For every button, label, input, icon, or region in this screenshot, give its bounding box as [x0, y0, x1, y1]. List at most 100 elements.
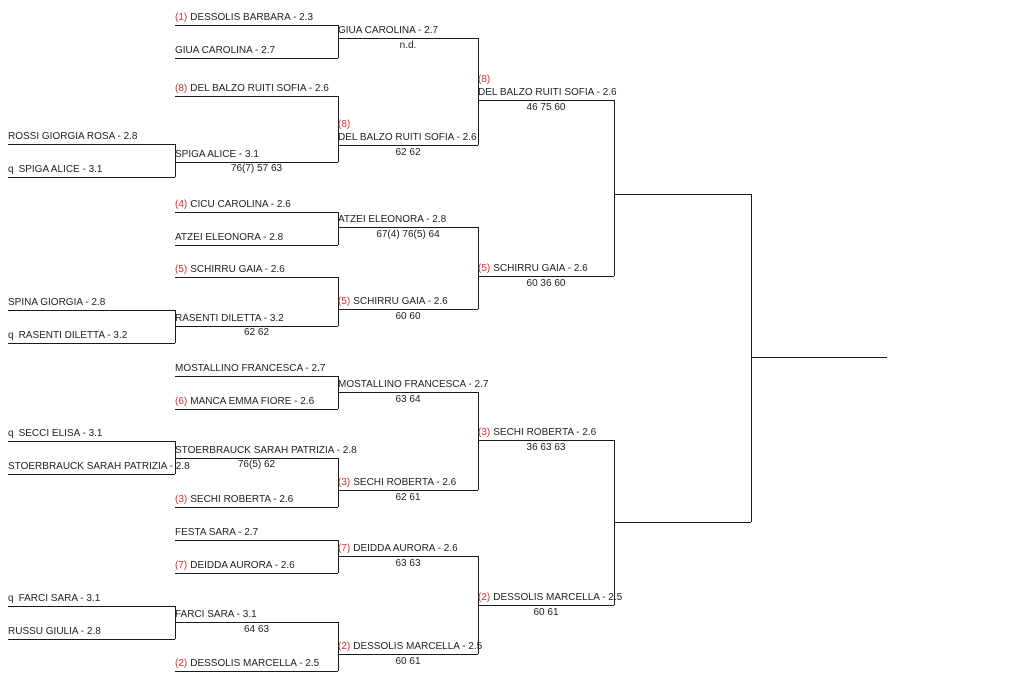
qualifying-player[interactable]: SPINA GIORGIA - 2.8: [8, 296, 175, 311]
player-name: STOERBRAUCK SARAH PATRIZIA - 2.8: [175, 445, 357, 456]
player-name: DEL BALZO RUITI SOFIA - 2.6: [338, 132, 477, 143]
round1-player[interactable]: (1)DESSOLIS BARBARA - 2.3: [175, 11, 338, 26]
match-score: 36 63 63: [526, 442, 566, 453]
player-name: RUSSU GIULIA - 2.8: [8, 626, 101, 637]
match-score: 60 36 60: [526, 278, 566, 289]
round2-player[interactable]: GIUA CAROLINA - 2.7: [338, 24, 478, 39]
round1-player[interactable]: FESTA SARA - 2.7: [175, 526, 338, 541]
player-name: DEL BALZO RUITI SOFIA - 2.6: [190, 83, 329, 94]
round3-player[interactable]: (3)SECHI ROBERTA - 2.6: [478, 426, 614, 441]
seed-number: (1): [175, 12, 188, 23]
round1-player[interactable]: (2)DESSOLIS MARCELLA - 2.5: [175, 657, 338, 672]
round3-player[interactable]: (5)SCHIRRU GAIA - 2.6: [478, 262, 614, 277]
player-name: SCHIRRU GAIA - 2.6: [493, 263, 588, 274]
player-name: RASENTI DILETTA - 3.2: [175, 313, 284, 324]
qualifier-marker: q: [8, 593, 14, 604]
player-name: DESSOLIS BARBARA - 2.3: [190, 12, 314, 23]
bracket-line: [338, 25, 339, 58]
round2-player[interactable]: (5)SCHIRRU GAIA - 2.6: [338, 295, 478, 310]
qualifying-player[interactable]: ROSSI GIORGIA ROSA - 2.8: [8, 130, 175, 145]
seed-number: (3): [175, 494, 188, 505]
player-name: SPIGA ALICE - 3.1: [175, 149, 259, 160]
bracket-line: [478, 227, 479, 309]
match-score: 76(7) 57 63: [230, 163, 283, 174]
final-slot: [751, 357, 887, 358]
match-score: 64 63: [243, 624, 270, 635]
seed-number: (7): [175, 560, 188, 571]
player-name: GIUA CAROLINA - 2.7: [338, 25, 439, 36]
seed-number: (7): [338, 543, 351, 554]
round1-player[interactable]: RASENTI DILETTA - 3.2: [175, 312, 338, 327]
player-name: ATZEI ELEONORA - 2.8: [175, 232, 284, 243]
round2-player[interactable]: (3)SECHI ROBERTA - 2.6: [338, 476, 478, 491]
seed-number: (8): [478, 74, 491, 85]
qualifying-player[interactable]: STOERBRAUCK SARAH PATRIZIA - 2.8: [8, 460, 190, 475]
qualifier-marker: q: [8, 330, 14, 341]
round1-player[interactable]: GIUA CAROLINA - 2.7: [175, 44, 338, 59]
player-name: SECCI ELISA - 3.1: [18, 428, 103, 439]
match-score: 60 61: [533, 607, 559, 618]
match-score: n.d.: [399, 40, 417, 51]
seed-number: (5): [338, 296, 351, 307]
round1-player[interactable]: (8)DEL BALZO RUITI SOFIA - 2.6: [175, 82, 338, 97]
bracket-line: [338, 96, 339, 162]
match-score: 76(5) 62: [237, 459, 276, 470]
bracket-line: [338, 212, 339, 245]
match-score: 46 75 60: [526, 102, 566, 113]
round1-player[interactable]: (7)DEIDDA AURORA - 2.6: [175, 559, 338, 574]
round1-player[interactable]: SPIGA ALICE - 3.1: [175, 148, 338, 163]
round1-player[interactable]: ATZEI ELEONORA - 2.8: [175, 231, 338, 246]
round1-player[interactable]: MOSTALLINO FRANCESCA - 2.7: [175, 362, 338, 377]
player-name: DEL BALZO RUITI SOFIA - 2.6: [478, 87, 617, 98]
round1-player[interactable]: STOERBRAUCK SARAH PATRIZIA - 2.8: [175, 444, 357, 459]
semifinal-slot: [614, 522, 751, 523]
round2-player[interactable]: (8)DEL BALZO RUITI SOFIA - 2.6: [338, 119, 478, 146]
match-score: 63 64: [395, 394, 421, 405]
round2-player[interactable]: (2)DESSOLIS MARCELLA - 2.5: [338, 640, 482, 655]
bracket-line: [338, 277, 339, 326]
round2-player[interactable]: MOSTALLINO FRANCESCA - 2.7: [338, 378, 488, 393]
qualifying-player[interactable]: RUSSU GIULIA - 2.8: [8, 625, 175, 640]
player-name: MANCA EMMA FIORE - 2.6: [190, 396, 315, 407]
qualifier-marker: q: [8, 164, 14, 175]
seed-number: (3): [478, 427, 491, 438]
player-name: GIUA CAROLINA - 2.7: [175, 45, 276, 56]
player-name: FARCI SARA - 3.1: [175, 609, 257, 620]
round3-player[interactable]: (2)DESSOLIS MARCELLA - 2.5: [478, 591, 622, 606]
round1-player[interactable]: (5)SCHIRRU GAIA - 2.6: [175, 263, 338, 278]
player-name: ROSSI GIORGIA ROSA - 2.8: [8, 131, 138, 142]
round1-player[interactable]: (3)SECHI ROBERTA - 2.6: [175, 493, 338, 508]
player-name: DESSOLIS MARCELLA - 2.5: [493, 592, 623, 603]
round1-player[interactable]: (6)MANCA EMMA FIORE - 2.6: [175, 395, 338, 410]
player-name: SPINA GIORGIA - 2.8: [8, 297, 106, 308]
round2-player[interactable]: ATZEI ELEONORA - 2.8: [338, 213, 478, 228]
player-name: DEIDDA AURORA - 2.6: [190, 560, 295, 571]
bracket-line: [478, 38, 479, 145]
match-score: 60 60: [395, 311, 421, 322]
round1-player[interactable]: FARCI SARA - 3.1: [175, 608, 338, 623]
round3-player[interactable]: (8) DEL BALZO RUITI SOFIA - 2.6: [478, 74, 617, 101]
player-name: CICU CAROLINA - 2.6: [190, 199, 291, 210]
round2-player[interactable]: (7)DEIDDA AURORA - 2.6: [338, 542, 478, 557]
seed-number: (2): [478, 592, 491, 603]
player-name: DEIDDA AURORA - 2.6: [353, 543, 458, 554]
bracket-line: [175, 441, 176, 474]
bracket-line: [338, 622, 339, 671]
player-name: SECHI ROBERTA - 2.6: [493, 427, 597, 438]
player-name: STOERBRAUCK SARAH PATRIZIA - 2.8: [8, 461, 190, 472]
seed-number: (2): [175, 658, 188, 669]
player-name: SECHI ROBERTA - 2.6: [353, 477, 457, 488]
match-score: 62 62: [395, 147, 421, 158]
seed-number: (6): [175, 396, 188, 407]
seed-number: (2): [338, 641, 351, 652]
seed-number: (4): [175, 199, 188, 210]
player-name: MOSTALLINO FRANCESCA - 2.7: [338, 379, 489, 390]
round1-player[interactable]: (4)CICU CAROLINA - 2.6: [175, 198, 338, 213]
player-name: MOSTALLINO FRANCESCA - 2.7: [175, 363, 326, 374]
player-name: SCHIRRU GAIA - 2.6: [353, 296, 448, 307]
